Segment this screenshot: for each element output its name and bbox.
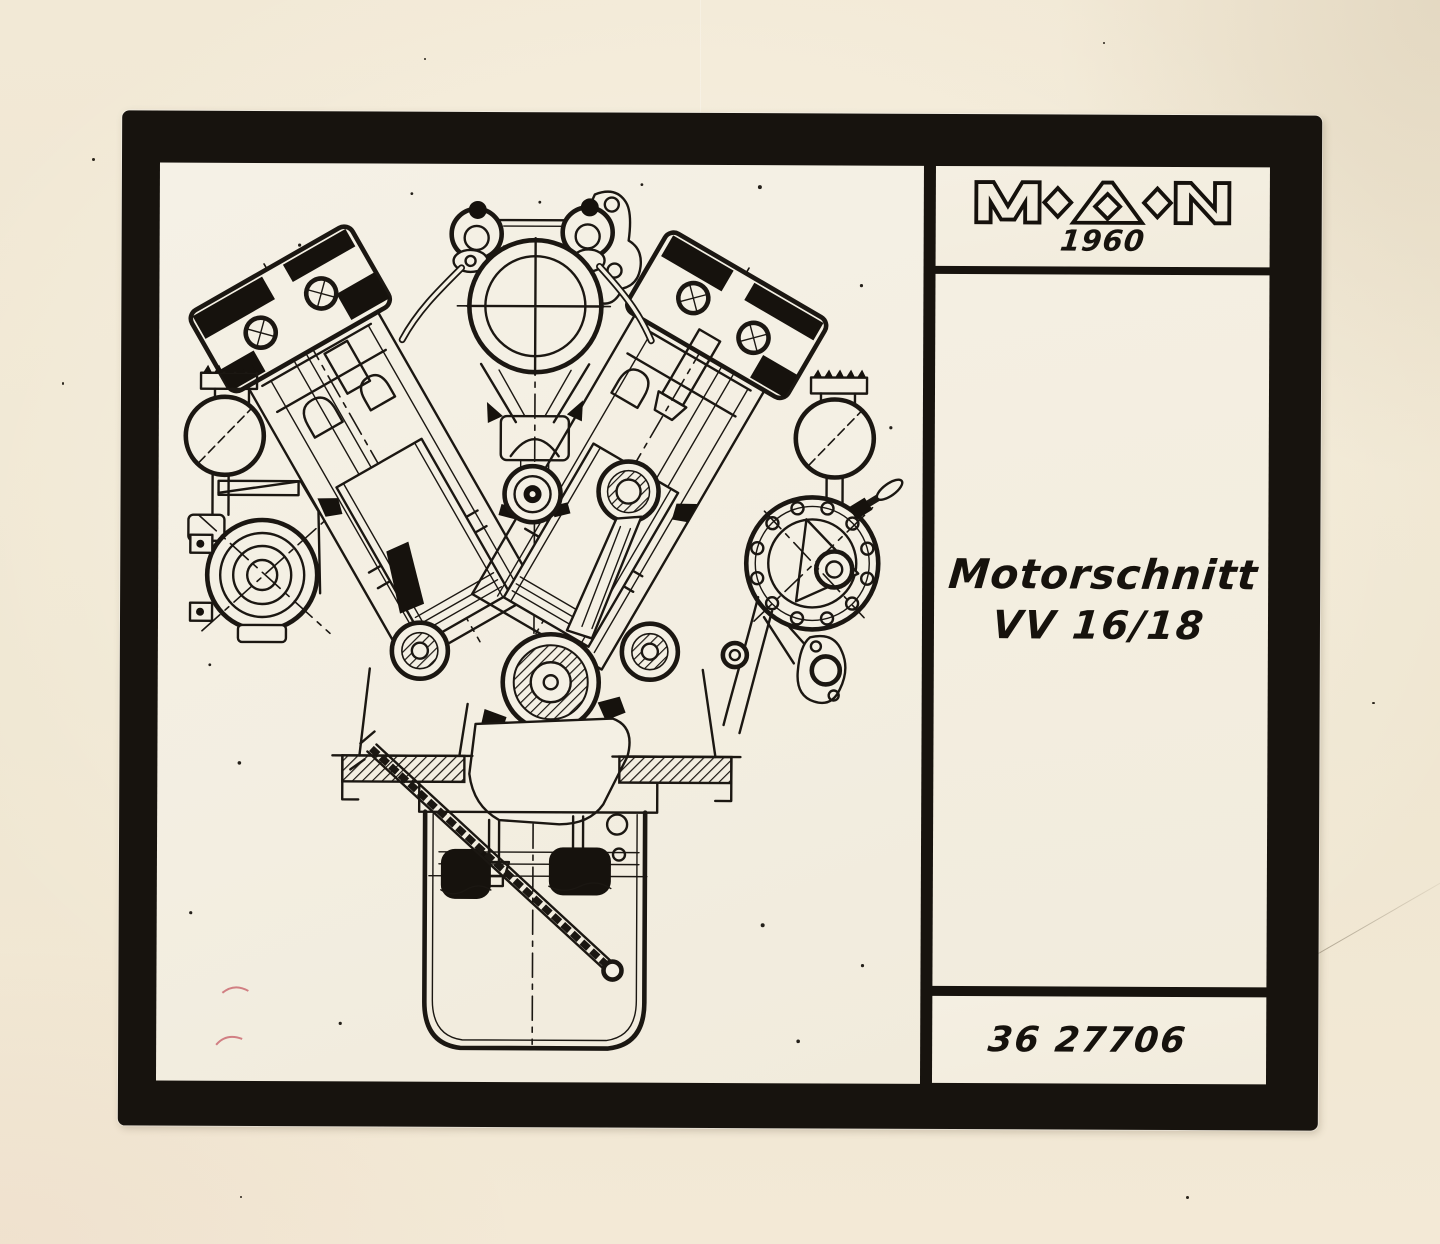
dipstick-rod (349, 730, 624, 982)
photo-black-frame: 1960 Motorschnitt VV 16/18 36 27706 (117, 110, 1323, 1131)
drawing-number: 36 27706 (985, 1019, 1189, 1061)
title-block-logo-cell: 1960 (935, 165, 1270, 268)
drawing-title-line1: Motorschnitt (946, 550, 1261, 600)
logo-letter-n (1173, 180, 1232, 226)
pink-marks (215, 986, 249, 1046)
left-cylinder-bank (188, 224, 540, 668)
dust-speck (62, 382, 64, 385)
dust-speck (1372, 702, 1375, 704)
title-block-number-cell: 36 27706 (931, 995, 1267, 1085)
intake-manifold (398, 190, 655, 345)
logo-letter-a (1069, 180, 1146, 225)
crankcase-arm (720, 595, 774, 735)
logo-letter-m (974, 180, 1042, 225)
logo-diamond (1041, 185, 1074, 220)
paper-crease (700, 0, 701, 170)
oil-sump (417, 780, 659, 1051)
connecting-rod (565, 515, 643, 640)
dust-speck (1186, 1196, 1189, 1199)
engine-cross-section-drawing (183, 183, 904, 1051)
dust-speck (92, 158, 95, 161)
water-pump (188, 479, 331, 644)
drawing-specks (189, 183, 893, 1044)
dust-speck (1103, 42, 1105, 44)
logo-diamond (1141, 185, 1174, 221)
man-logo (974, 180, 1232, 226)
timing-cover (743, 478, 904, 705)
right-cam-follower (619, 621, 681, 682)
crankshaft-journal (480, 631, 626, 736)
left-cam-follower (386, 541, 451, 681)
title-block-main-cell: Motorschnitt VV 16/18 (930, 273, 1272, 988)
dust-speck (424, 58, 426, 60)
drawing-panel (155, 162, 924, 1084)
drawing-title: Motorschnitt VV 16/18 (930, 550, 1272, 650)
dust-speck (240, 1196, 242, 1198)
drawing-title-line2: VV 16/18 (990, 603, 1208, 650)
right-gauge-circle (793, 397, 877, 517)
logo-year: 1960 (1058, 223, 1147, 258)
central-port-circle (466, 236, 605, 376)
